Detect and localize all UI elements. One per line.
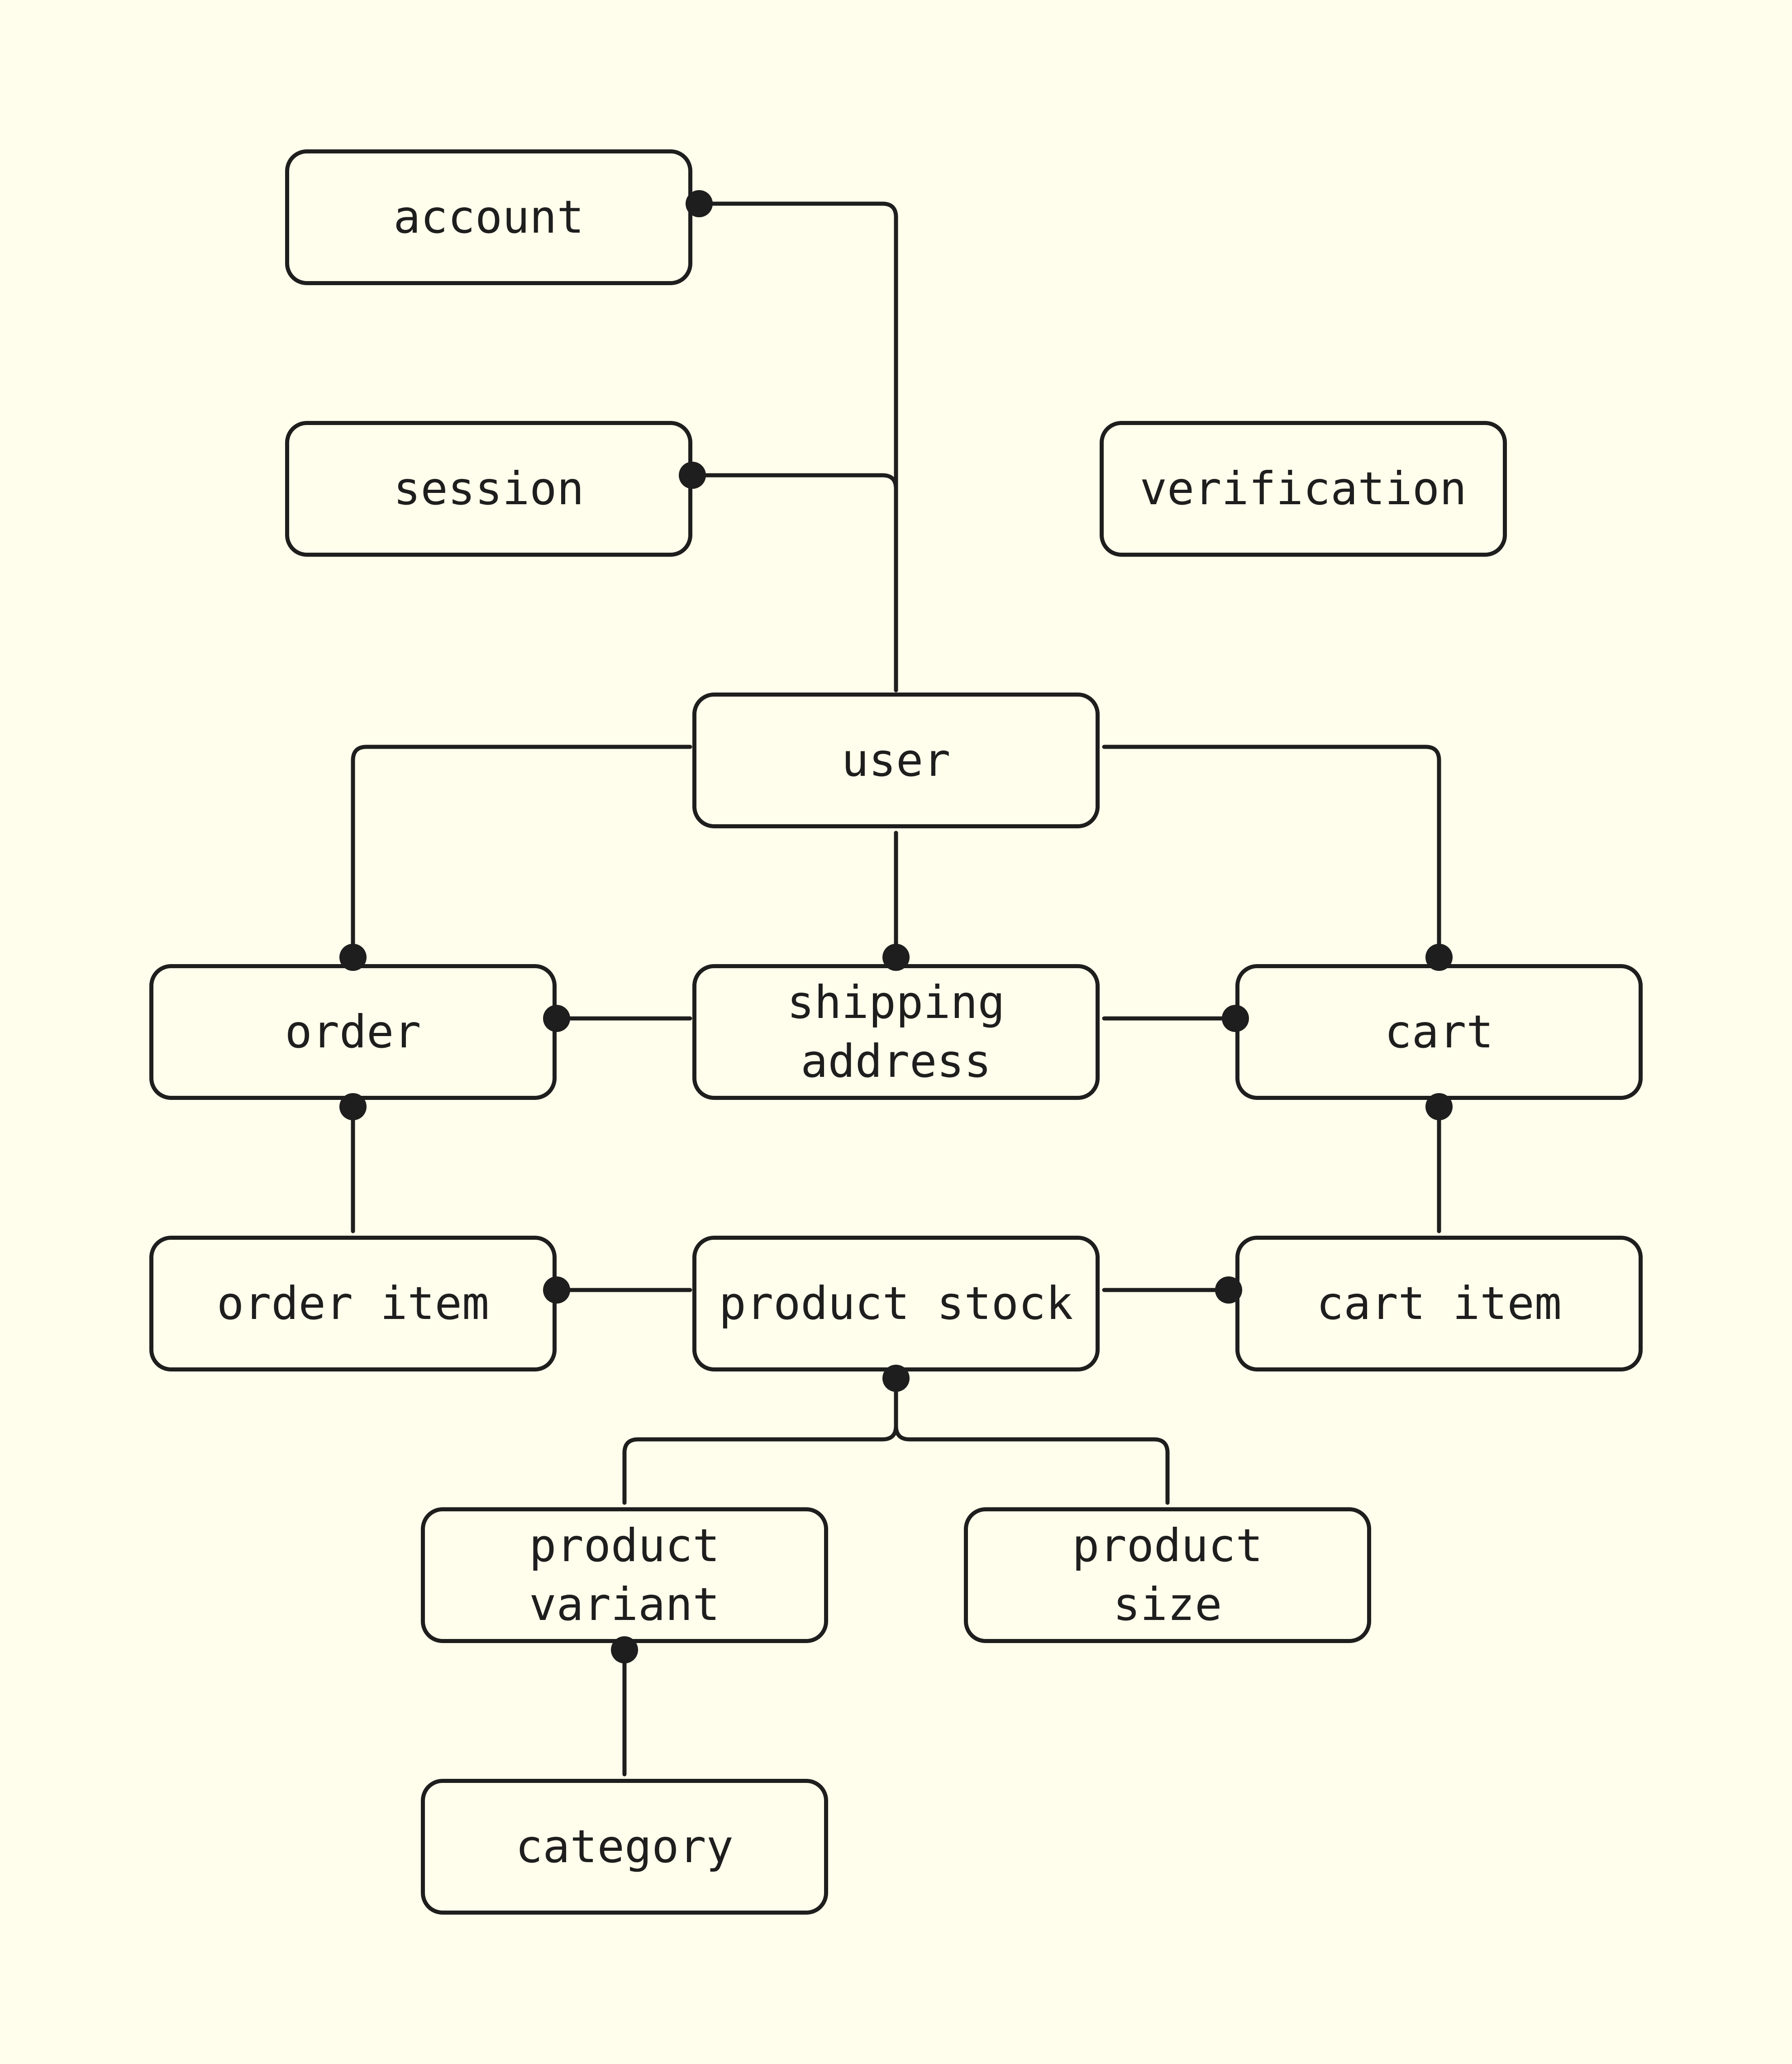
connector-dot <box>611 1636 638 1663</box>
node-order-item[interactable]: order item <box>149 1236 557 1371</box>
node-verification[interactable]: verification <box>1100 421 1507 557</box>
edge-variant-stock <box>622 1376 898 1505</box>
connector-dot <box>686 190 713 217</box>
node-shipping-address[interactable]: shipping address <box>692 964 1100 1100</box>
connector-dot <box>679 462 706 489</box>
connector-dot <box>339 1093 367 1120</box>
node-product-stock[interactable]: product stock <box>692 1236 1100 1371</box>
edge-user-account <box>697 201 898 693</box>
node-category[interactable]: category <box>421 1779 828 1915</box>
connector-dot <box>543 1276 570 1304</box>
node-cart-item[interactable]: cart item <box>1235 1236 1643 1371</box>
edge-user-order <box>351 745 692 960</box>
node-product-variant[interactable]: product variant <box>421 1507 828 1643</box>
node-cart[interactable]: cart <box>1235 964 1643 1100</box>
node-session[interactable]: session <box>285 421 692 557</box>
connector-dot <box>543 1005 570 1032</box>
edge-size-stock <box>894 1424 1170 1505</box>
connector-dot <box>882 1365 910 1392</box>
node-product-size[interactable]: product size <box>964 1507 1371 1643</box>
node-account[interactable]: account <box>285 149 692 285</box>
node-order[interactable]: order <box>149 964 557 1100</box>
node-user[interactable]: user <box>692 693 1100 828</box>
edge-user-session <box>690 473 898 693</box>
edge-user-cart <box>1102 745 1441 960</box>
connector-dot <box>1425 1093 1453 1120</box>
